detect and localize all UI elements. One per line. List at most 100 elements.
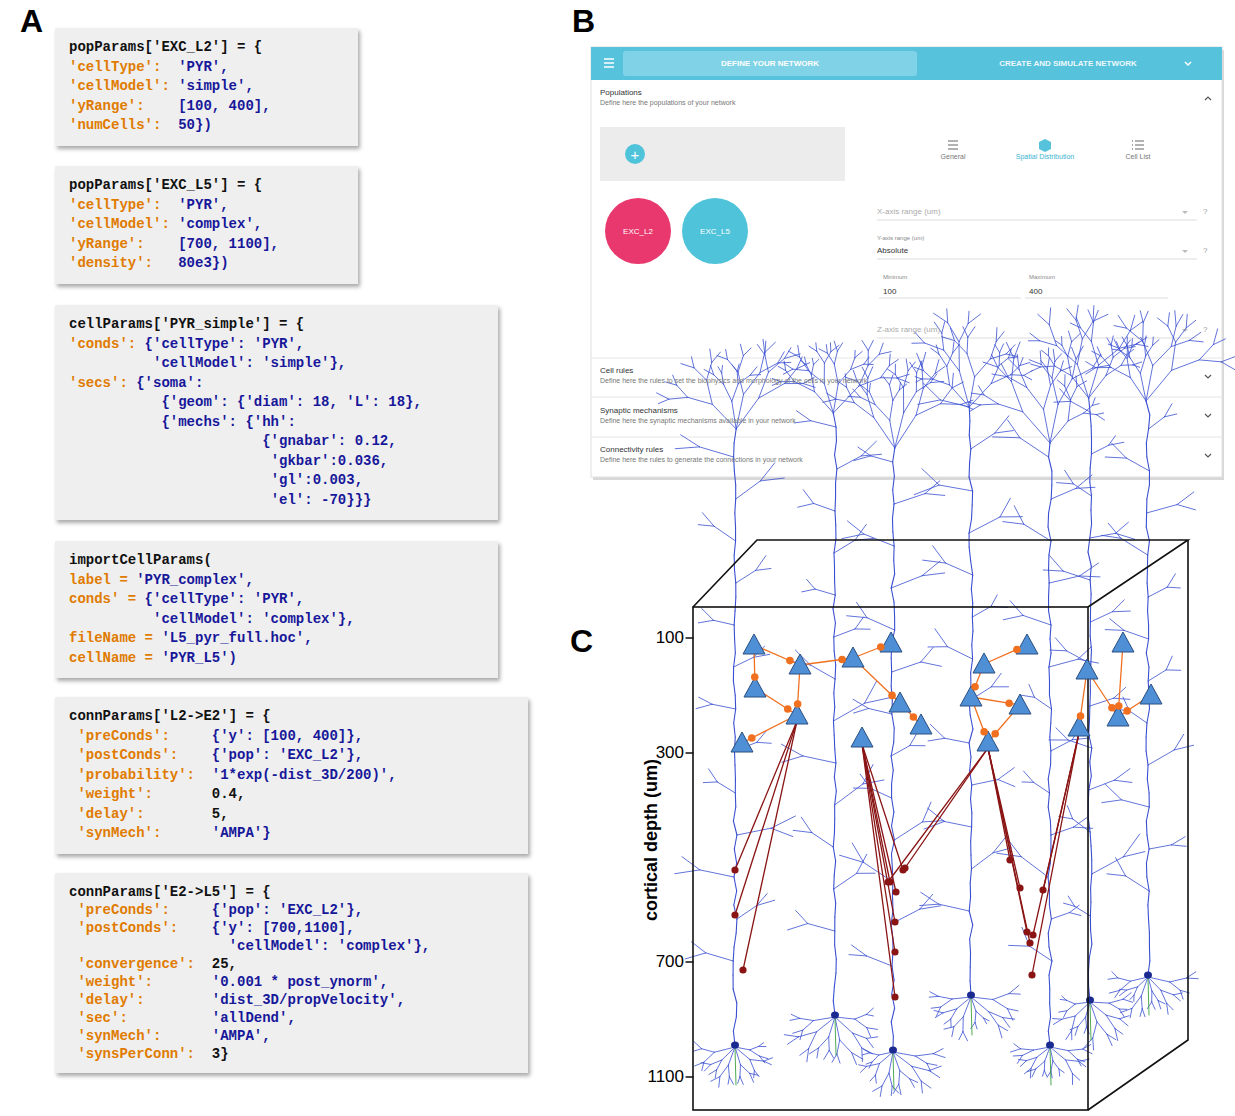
dendrite [1090, 1002, 1097, 1022]
dendrite [1102, 800, 1122, 803]
dendrite [1101, 535, 1121, 538]
dendrite [1034, 782, 1050, 793]
dendrite [873, 1086, 882, 1091]
apical-dendrite [834, 539, 836, 553]
dendrite [869, 392, 875, 405]
apical-dendrite [1090, 510, 1092, 524]
dendrite [1152, 991, 1158, 1001]
dendrite [921, 662, 942, 666]
apical-dendrite [1049, 723, 1051, 737]
field-label: Z-axis range (um) [877, 325, 940, 335]
dendrite [750, 1059, 755, 1070]
dendrite [817, 351, 825, 363]
code-line: 'synsPerConn':3} [69, 1045, 514, 1063]
synapse-dot [731, 866, 738, 873]
dendrite [1068, 896, 1075, 906]
apical-dendrite [893, 490, 894, 504]
dendrite [1123, 993, 1131, 999]
apical-dendrite [1146, 821, 1148, 835]
code-token: 'simple', [178, 77, 254, 97]
dendrite [882, 1073, 889, 1086]
dendrite [829, 1050, 833, 1058]
panel-letter: B [572, 2, 595, 40]
dendrite [855, 628, 870, 629]
dendrite [852, 1053, 857, 1065]
dendrite [847, 616, 867, 618]
code-token: 'cellModel': 'complex'}, [229, 937, 431, 955]
section-description: Define here the populations of your netw… [600, 99, 735, 107]
apical-dendrite [1146, 751, 1148, 765]
apical-dendrite [1091, 846, 1093, 860]
dendrite [1029, 360, 1041, 365]
dendrite [764, 1058, 773, 1061]
synapse-dot [794, 700, 802, 708]
code-line: 'cellModel': 'simple'}, [69, 354, 484, 374]
dendrite [915, 1054, 933, 1056]
dendrite [891, 746, 910, 756]
apical-dendrite [1147, 597, 1149, 611]
dendrite [783, 363, 792, 369]
code-token: 'weight': [77, 785, 153, 805]
dendrite [1055, 354, 1062, 362]
dendrite [904, 392, 917, 413]
dendrite [784, 1035, 798, 1037]
code-token: 'weight': [77, 973, 153, 991]
dendrite [834, 629, 855, 637]
dendrite [1089, 365, 1099, 398]
dendrite [851, 364, 864, 369]
apical-dendrite [1090, 580, 1091, 594]
dendrite [929, 996, 938, 998]
code-box: cellParams['PYR_simple'] = {'conds':{'ce… [55, 305, 498, 520]
dendrite [1028, 340, 1039, 341]
dendrite [1131, 339, 1132, 347]
apical-dendrite [1146, 849, 1149, 863]
dendrite [759, 1043, 764, 1047]
dendrite [875, 405, 890, 421]
dendrite [1089, 376, 1106, 398]
dendrite [1049, 739, 1068, 740]
dendrite [802, 589, 815, 592]
apical-dendrite [972, 603, 973, 617]
synapse-dot [980, 728, 988, 736]
dendrite [853, 1033, 862, 1048]
dendrite [855, 1019, 867, 1028]
dendrite [1057, 346, 1078, 365]
node-label: EXC_L5 [700, 227, 730, 236]
dendrite [1086, 362, 1096, 368]
dendrite [728, 1077, 729, 1084]
dendrite [1057, 483, 1074, 484]
dendrite [984, 395, 998, 404]
dendrite [968, 311, 970, 323]
dendrite [1142, 1009, 1145, 1017]
dendrite [1171, 837, 1185, 845]
dendrite [1077, 339, 1082, 365]
dendrite [1009, 945, 1030, 947]
dendrite [699, 447, 733, 457]
dendrite [855, 524, 866, 540]
dendrite [1086, 368, 1096, 374]
dendrite [889, 385, 892, 401]
apical-dendrite [1146, 499, 1147, 513]
dendrite [827, 393, 836, 399]
apical-dendrite [970, 827, 972, 841]
dendrite [1050, 650, 1067, 652]
dendrite [812, 358, 813, 364]
code-line: 'cellType':'PYR', [69, 196, 344, 216]
dendrite [959, 371, 969, 407]
apical-dendrite [834, 819, 835, 833]
dendrite [933, 1054, 945, 1058]
dendrite [809, 346, 817, 351]
axon [893, 1053, 894, 1090]
projection-line [988, 748, 1030, 943]
section-title: Connectivity rules [600, 445, 663, 455]
dendrite [869, 708, 892, 714]
axis-tick: 100 [656, 628, 684, 648]
synapse-dot [748, 734, 756, 742]
dendrite [1142, 323, 1143, 342]
dendrite [658, 399, 669, 403]
dendrite [760, 353, 765, 373]
dendrite [771, 828, 793, 836]
code-token: label = [69, 571, 128, 591]
dendrite [867, 395, 874, 418]
dendrite [1120, 1019, 1128, 1026]
